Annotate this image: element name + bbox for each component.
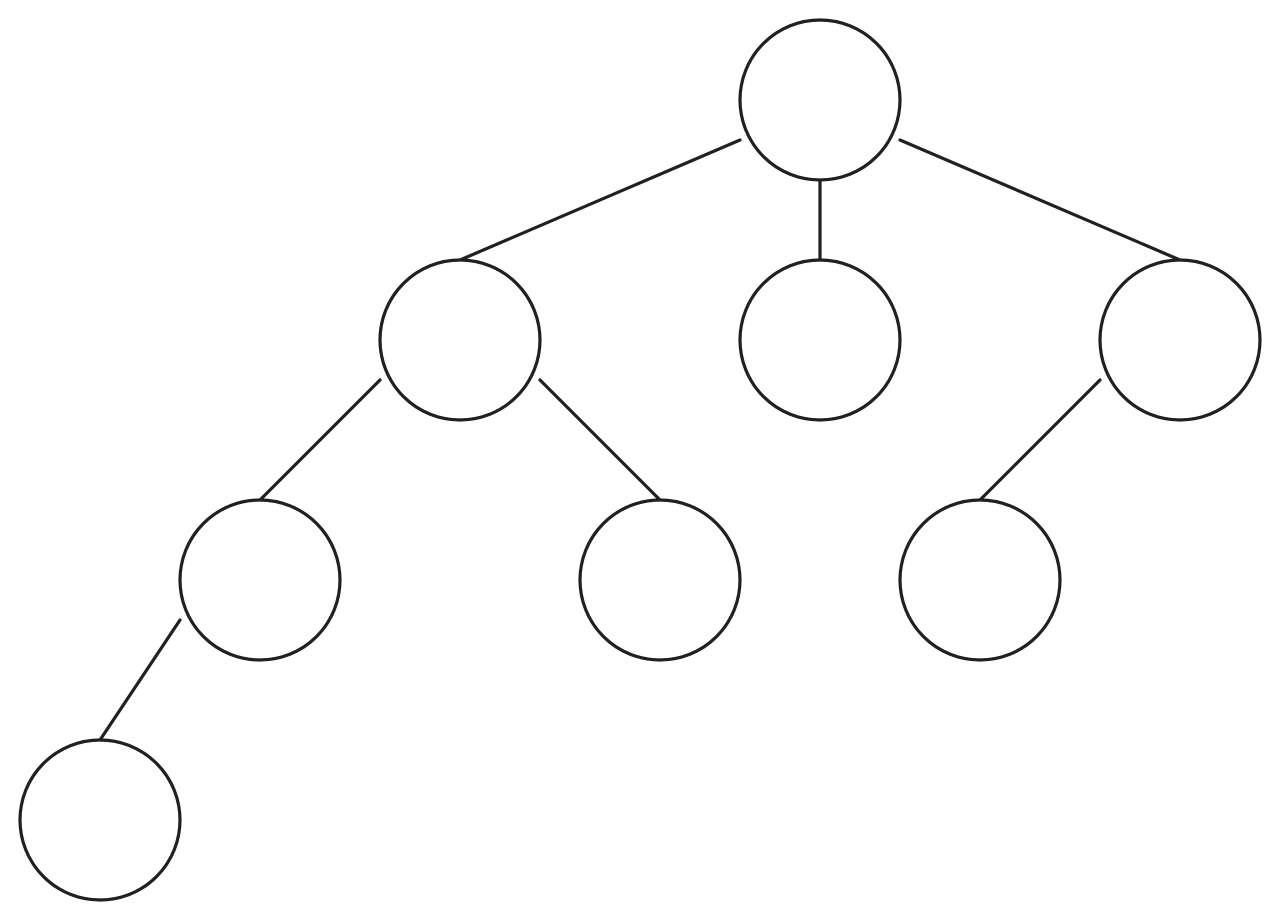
tree-node-a1	[178, 498, 342, 662]
node-circle	[18, 738, 182, 902]
edges-layer	[98, 138, 1182, 742]
node-circle	[898, 498, 1062, 662]
nodes-layer	[18, 18, 1262, 902]
tree-node-c	[1098, 258, 1262, 422]
node-circle	[738, 258, 902, 422]
node-circle	[578, 498, 742, 662]
tree-node-root	[738, 18, 902, 182]
edge-a-to-a1	[258, 378, 382, 502]
tree-node-a	[378, 258, 542, 422]
tree-node-a2	[578, 498, 742, 662]
edge-root-to-c	[898, 138, 1182, 262]
tree-node-b	[738, 258, 902, 422]
node-circle	[1098, 258, 1262, 422]
edge-a1-to-a1a	[98, 618, 182, 742]
tree-node-c1	[898, 498, 1062, 662]
node-circle	[178, 498, 342, 662]
edge-a-to-a2	[538, 378, 662, 502]
node-circle	[378, 258, 542, 422]
node-circle	[738, 18, 902, 182]
tree-node-a1a	[18, 738, 182, 902]
edge-root-to-a	[458, 138, 742, 262]
edge-c-to-c1	[978, 378, 1102, 502]
